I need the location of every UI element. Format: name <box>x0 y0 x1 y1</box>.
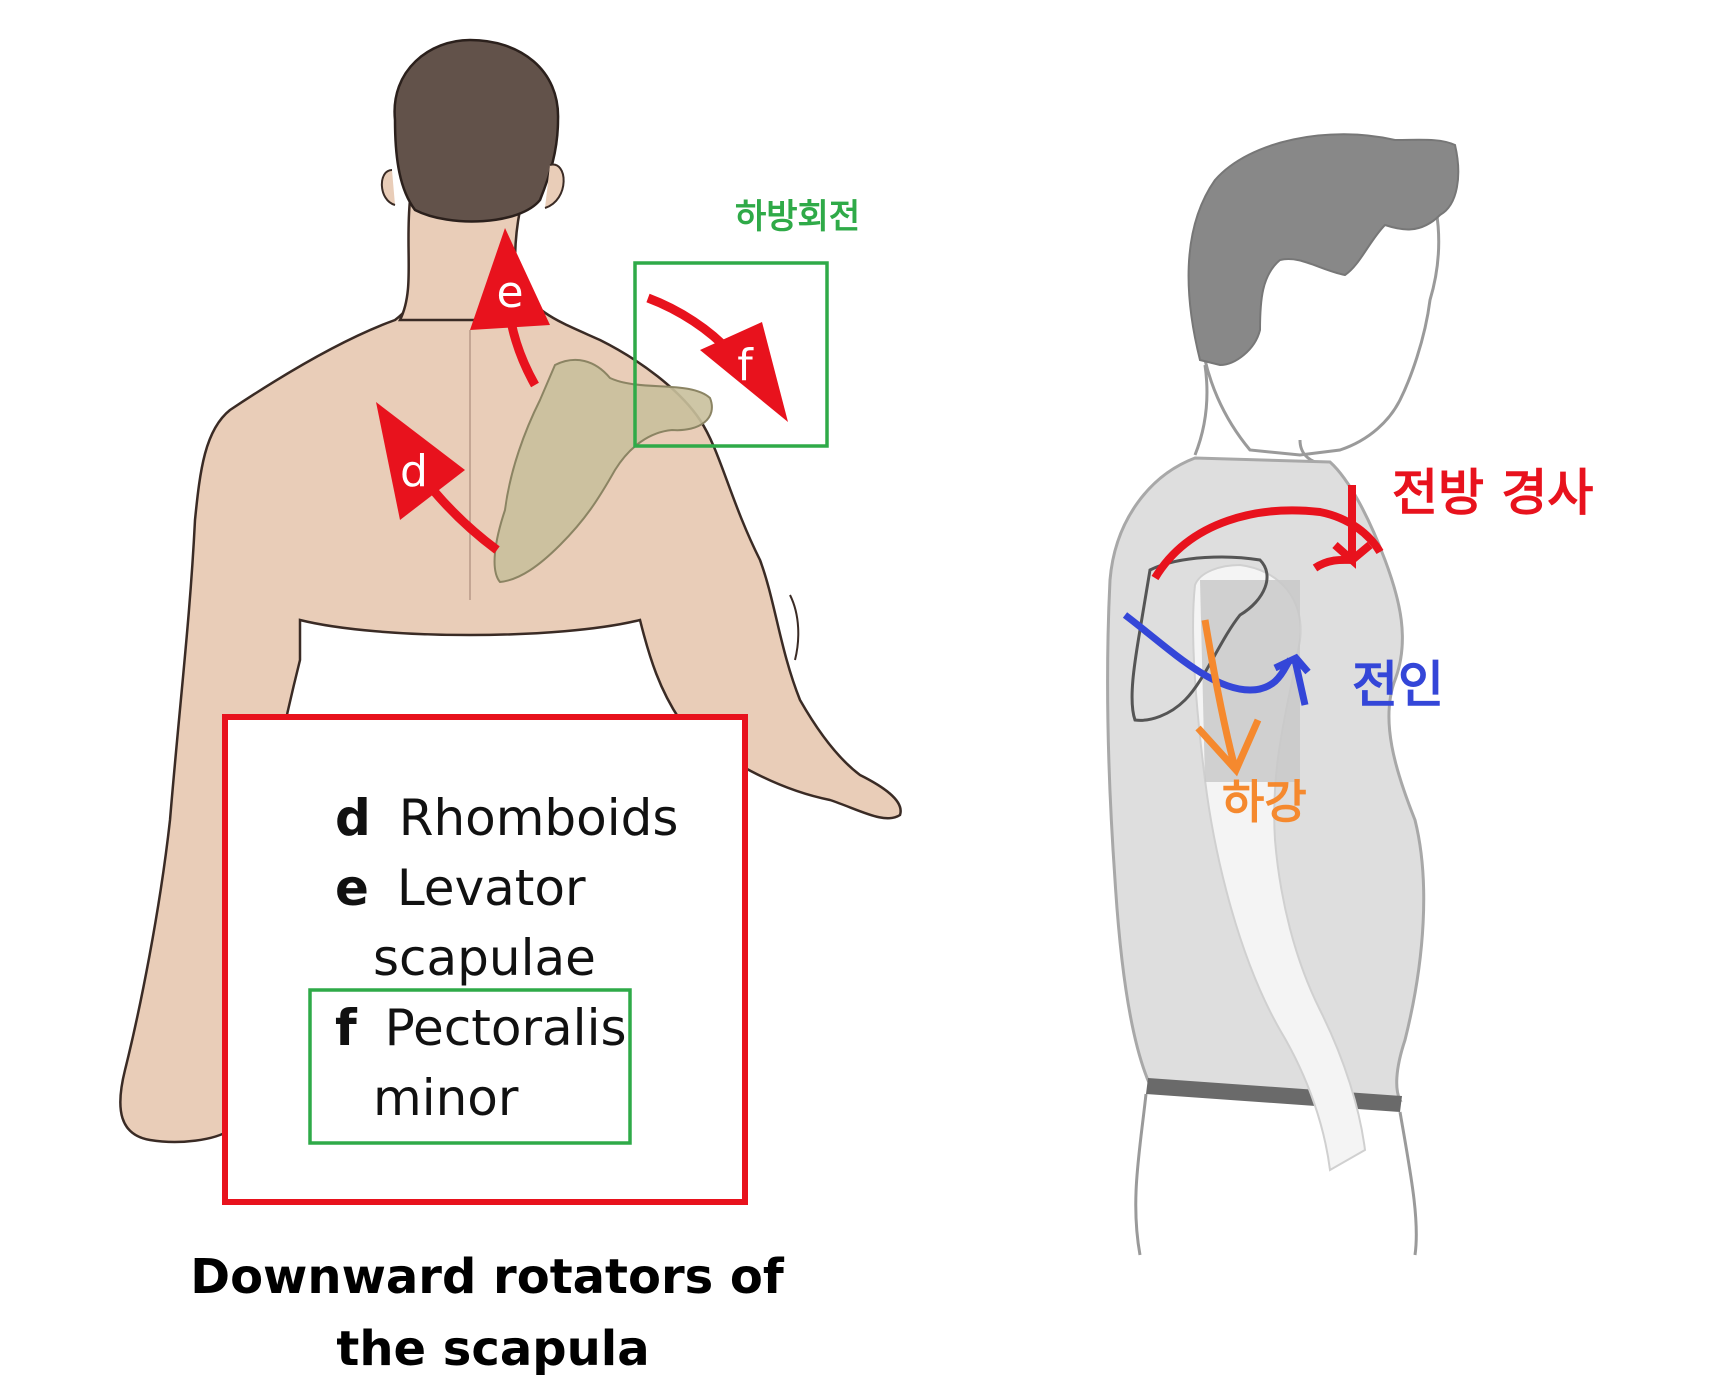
elbow-line <box>789 594 800 661</box>
depression-arrow <box>1195 619 1262 777</box>
pectoralis-arrow-head <box>700 322 788 422</box>
levator-arrow-label: e <box>496 267 523 318</box>
legend-key-f: f <box>335 999 358 1057</box>
right-ear <box>544 163 565 209</box>
side-scapula-outline <box>1130 555 1269 722</box>
depression-label: 하강 <box>1222 775 1307 829</box>
legend-text-minor: minor <box>373 1069 519 1127</box>
legend-text-rhomboids: Rhomboids <box>399 789 679 847</box>
anterior-tilt-arrow <box>1151 506 1384 581</box>
legend-text-pectoralis: Pectoralis <box>385 999 627 1057</box>
back-torso <box>119 228 902 1144</box>
anterior-tilt-arrow-tail <box>1312 555 1353 572</box>
levator-arrow-head <box>470 228 550 330</box>
legend-row-rhomboids: d Rhomboids <box>335 789 678 847</box>
protraction-arrow <box>1122 612 1311 706</box>
caption-line-1: Downward rotators of <box>190 1249 785 1305</box>
legend-rows: d Rhomboids e Levator scapulae f Pectora… <box>335 789 678 1127</box>
legend-box <box>222 714 748 1205</box>
legend-row-pectoralis: f Pectoralis <box>335 999 627 1057</box>
rhomboid-arrow-label: d <box>400 446 428 497</box>
side-hair <box>1187 133 1460 367</box>
head-hair <box>393 38 560 223</box>
anterior-tilt-label: 전방 경사 <box>1392 464 1593 522</box>
downward-rotation-box <box>633 261 829 448</box>
left-back-figure: e d f 하방회전 d Rhomboids e Levator scapula… <box>119 38 902 1377</box>
scapula-bone <box>493 358 713 584</box>
legend-key-d: d <box>335 789 371 847</box>
legend-row-scapulae: scapulae <box>373 929 596 987</box>
protraction-label: 전인 <box>1352 656 1444 714</box>
legend-row-levator: e Levator <box>335 859 586 917</box>
caption-line-2: the scapula <box>336 1321 649 1377</box>
legend-key-e: e <box>335 859 369 917</box>
downward-rotation-label: 하방회전 <box>735 197 860 237</box>
pectoralis-arrow-label: f <box>737 340 754 391</box>
rhomboid-arrow-shaft <box>429 487 500 554</box>
legend-row-minor: minor <box>373 1069 519 1127</box>
legend-text-scapulae: scapulae <box>373 929 596 987</box>
right-side-figure: 전방 경사 전인 하강 <box>1106 133 1593 1256</box>
legend-text-levator: Levator <box>397 859 586 917</box>
side-lower-body <box>1134 1093 1418 1256</box>
rhomboid-arrow-head <box>376 402 465 520</box>
left-ear <box>380 169 396 206</box>
pectoralis-highlight-box <box>308 988 632 1145</box>
